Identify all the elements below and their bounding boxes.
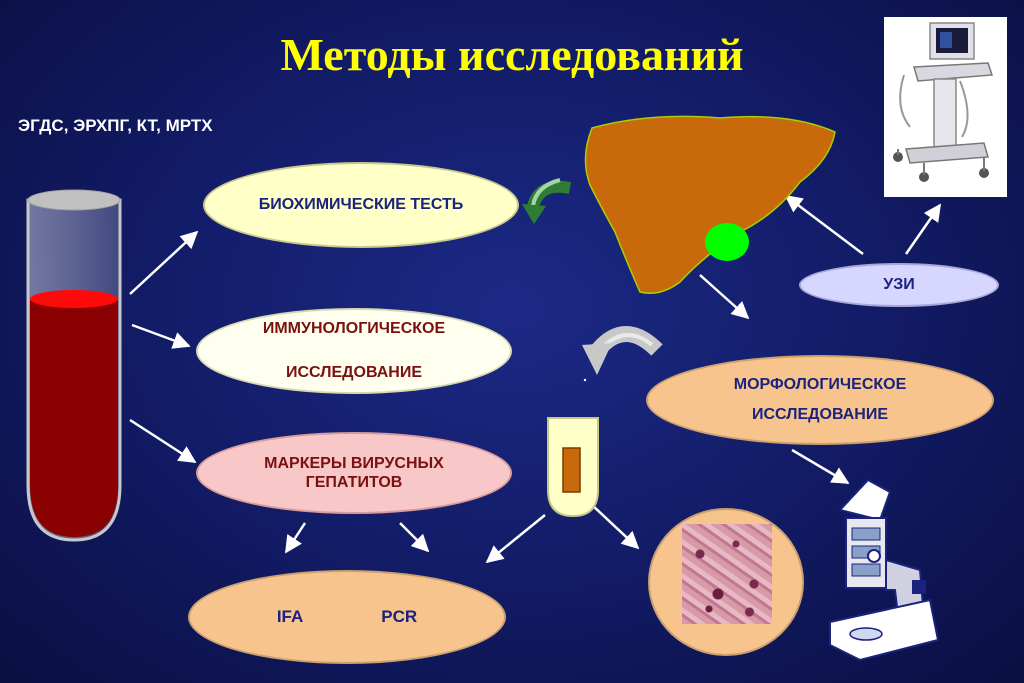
morphological-study-node: МОРФОЛОГИЧЕСКОЕ ИССЛЕДОВАНИЕ	[646, 355, 994, 445]
biochemical-tests-node: БИОХИМИЧЕСКИЕ ТЕСТЬ	[203, 162, 519, 248]
immunological-label-line1: ИММУНОЛОГИЧЕСКОЕ	[262, 320, 446, 337]
slide-title: Методы исследований	[280, 29, 744, 80]
pcr-label: PCR	[381, 607, 418, 626]
ultrasound-node: УЗИ	[799, 263, 999, 307]
microscope-icon	[829, 478, 940, 662]
viral-markers-label-line1: МАРКЕРЫ ВИРУСНЫХ	[264, 455, 444, 472]
ultrasound-label: УЗИ	[883, 276, 915, 293]
arrow-liver-to-morph	[699, 274, 750, 320]
methods-subtitle: ЭГДС, ЭРХПГ, КТ, МРТХ	[18, 116, 213, 135]
test-tube-icon	[26, 189, 122, 542]
arrow-tube-to-markers	[129, 418, 197, 464]
arrow-uzi-to-liver	[784, 194, 864, 255]
viral-markers-label-line2: ГЕПАТИТОВ	[305, 474, 403, 491]
arrow-markers-to-pcr	[399, 522, 430, 553]
immunological-label-line2: ИССЛЕДОВАНИЕ	[286, 364, 422, 381]
immunological-study-node: ИММУНОЛОГИЧЕСКОЕ ИССЛЕДОВАНИЕ	[196, 308, 512, 394]
viral-markers-node: МАРКЕРЫ ВИРУСНЫХ ГЕПАТИТОВ	[196, 432, 512, 514]
morphological-label-line2: ИССЛЕДОВАНИЕ	[752, 406, 888, 423]
arrow-biopsy-to-histology	[591, 504, 640, 550]
gallbladder-icon	[705, 223, 749, 261]
biochemical-tests-label: БИОХИМИЧЕСКИЕ ТЕСТЬ	[258, 196, 464, 213]
liver-icon	[584, 115, 836, 294]
ifa-label: IFA	[276, 607, 304, 626]
morphological-label-line1: МОРФОЛОГИЧЕСКОЕ	[733, 376, 907, 393]
biopsy-tube-icon	[547, 417, 599, 518]
arrow-markers-to-ifa	[284, 522, 307, 554]
ifa-pcr-node: IFA PCR	[188, 570, 506, 664]
arrow-uzi-to-machine	[904, 203, 942, 255]
ultrasound-machine-icon	[884, 17, 1007, 197]
arrow-biopsy-to-pcr	[485, 514, 546, 564]
arrow-morph-to-microscope	[791, 448, 850, 485]
arrow-tube-to-immuno	[131, 323, 191, 349]
histology-image-icon	[682, 524, 772, 624]
arrow-tube-to-biochem	[129, 230, 199, 295]
